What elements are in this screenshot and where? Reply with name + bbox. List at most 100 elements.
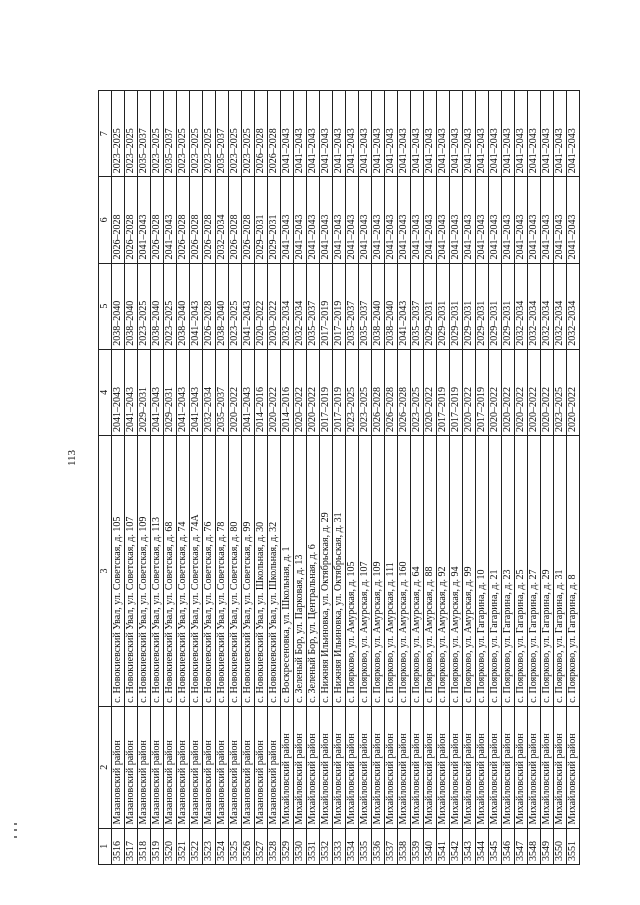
- row-number-cell: 3517: [124, 828, 138, 865]
- period-col-6-cell: 2032–2034: [215, 176, 229, 264]
- period-col-7-cell: 2023–2025: [124, 90, 138, 177]
- address-cell: с. Новокиевский Увал, ул. Советская, д. …: [176, 435, 190, 707]
- district-cell: Мазановский район: [202, 706, 216, 829]
- address-cell: с. Поярково, ул. Амурская, д. 160: [397, 435, 411, 707]
- period-col-7-cell: 2023–2025: [176, 90, 190, 177]
- period-col-5-cell: 2017–2019: [332, 263, 346, 350]
- period-col-6-cell: 2041–2043: [527, 176, 541, 264]
- row-number-cell: 3518: [137, 828, 151, 865]
- period-col-4-cell: 2026–2028: [384, 349, 398, 436]
- row-number-cell: 3529: [280, 828, 294, 865]
- address-cell: с. Новокиевский Увал, ул. Советская, д. …: [111, 435, 125, 707]
- period-col-6-cell: 2041–2043: [540, 176, 554, 264]
- period-col-7-cell: 2041–2043: [566, 90, 580, 177]
- period-col-5-cell: 2038–2040: [150, 263, 164, 350]
- period-col-6-cell: 2026–2028: [202, 176, 216, 264]
- district-cell: Михайловский район: [475, 706, 489, 829]
- period-col-4-cell: 2020–2022: [462, 349, 476, 436]
- row-number-cell: 3530: [293, 828, 307, 865]
- district-cell: Мазановский район: [228, 706, 242, 829]
- address-cell: с. Новокиевский Увал, ул. Школьная, д. 3…: [267, 435, 281, 707]
- period-col-5-cell: 2032–2034: [540, 263, 554, 350]
- period-col-6-cell: 2041–2043: [358, 176, 372, 264]
- period-col-4-cell: 2035–2037: [215, 349, 229, 436]
- margin-mark: [14, 823, 17, 825]
- period-col-5-cell: 2020–2022: [267, 263, 281, 350]
- row-number-cell: 3520: [163, 828, 177, 865]
- period-col-4-cell: 2041–2043: [189, 349, 203, 436]
- address-cell: с. Новокиевский Увал, ул. Советская, д. …: [150, 435, 164, 707]
- district-cell: Михайловский район: [410, 706, 424, 829]
- row-number-cell: 3526: [241, 828, 255, 865]
- address-cell: с. Поярково, ул. Гагарина, д. 27: [527, 435, 541, 707]
- period-col-6-cell: 2041–2043: [566, 176, 580, 264]
- district-cell: Михайловский район: [488, 706, 502, 829]
- period-col-7-cell: 2023–2025: [241, 90, 255, 177]
- district-cell: Михайловский район: [462, 706, 476, 829]
- period-col-7-cell: 2041–2043: [319, 90, 333, 177]
- address-cell: с. Поярково, ул. Амурская, д. 107: [358, 435, 372, 707]
- district-cell: Мазановский район: [163, 706, 177, 829]
- period-col-7-cell: 2041–2043: [553, 90, 567, 177]
- period-col-5-cell: 2038–2040: [371, 263, 385, 350]
- period-col-7-cell: 2041–2043: [514, 90, 528, 177]
- row-number-cell: 3535: [358, 828, 372, 865]
- row-number-cell: 3525: [228, 828, 242, 865]
- period-col-4-cell: 2020–2022: [527, 349, 541, 436]
- address-cell: с. Поярково, ул. Гагарина, д. 21: [488, 435, 502, 707]
- period-col-7-cell: 2041–2043: [449, 90, 463, 177]
- period-col-7-cell: 2041–2043: [332, 90, 346, 177]
- district-cell: Мазановский район: [215, 706, 229, 829]
- period-col-5-cell: 2032–2034: [566, 263, 580, 350]
- period-col-4-cell: 2041–2043: [150, 349, 164, 436]
- district-cell: Михайловский район: [358, 706, 372, 829]
- period-col-5-cell: 2032–2034: [293, 263, 307, 350]
- column-header-6: 6: [98, 176, 112, 264]
- district-cell: Мазановский район: [111, 706, 125, 829]
- district-cell: Михайловский район: [540, 706, 554, 829]
- period-col-7-cell: 2041–2043: [280, 90, 294, 177]
- page-number: 113: [66, 449, 78, 467]
- period-col-7-cell: 2023–2025: [228, 90, 242, 177]
- period-col-4-cell: 2032–2034: [202, 349, 216, 436]
- period-col-7-cell: 2041–2043: [397, 90, 411, 177]
- period-col-6-cell: 2041–2043: [137, 176, 151, 264]
- period-col-5-cell: 2023–2025: [163, 263, 177, 350]
- period-col-5-cell: 2035–2037: [410, 263, 424, 350]
- period-col-4-cell: 2020–2022: [306, 349, 320, 436]
- address-cell: с. Поярково, ул. Гагарина, д. 31: [553, 435, 567, 707]
- period-col-6-cell: 2029–2031: [267, 176, 281, 264]
- row-number-cell: 3550: [553, 828, 567, 865]
- period-col-6-cell: 2041–2043: [462, 176, 476, 264]
- period-col-6-cell: 2026–2028: [176, 176, 190, 264]
- row-number-cell: 3548: [527, 828, 541, 865]
- period-col-5-cell: 2038–2040: [384, 263, 398, 350]
- row-number-cell: 3523: [202, 828, 216, 865]
- row-number-cell: 3532: [319, 828, 333, 865]
- period-col-7-cell: 2023–2025: [189, 90, 203, 177]
- row-number-cell: 3541: [436, 828, 450, 865]
- period-col-5-cell: 2041–2043: [189, 263, 203, 350]
- column-header-7: 7: [98, 90, 112, 177]
- address-cell: с. Новокиевский Увал, ул. Школьная, д. 3…: [254, 435, 268, 707]
- period-col-7-cell: 2026–2028: [254, 90, 268, 177]
- row-number-cell: 3531: [306, 828, 320, 865]
- period-col-4-cell: 2041–2043: [176, 349, 190, 436]
- address-cell: с. Новокиевский Увал, ул. Советская, д. …: [228, 435, 242, 707]
- period-col-7-cell: 2041–2043: [475, 90, 489, 177]
- margin-mark: [14, 836, 17, 838]
